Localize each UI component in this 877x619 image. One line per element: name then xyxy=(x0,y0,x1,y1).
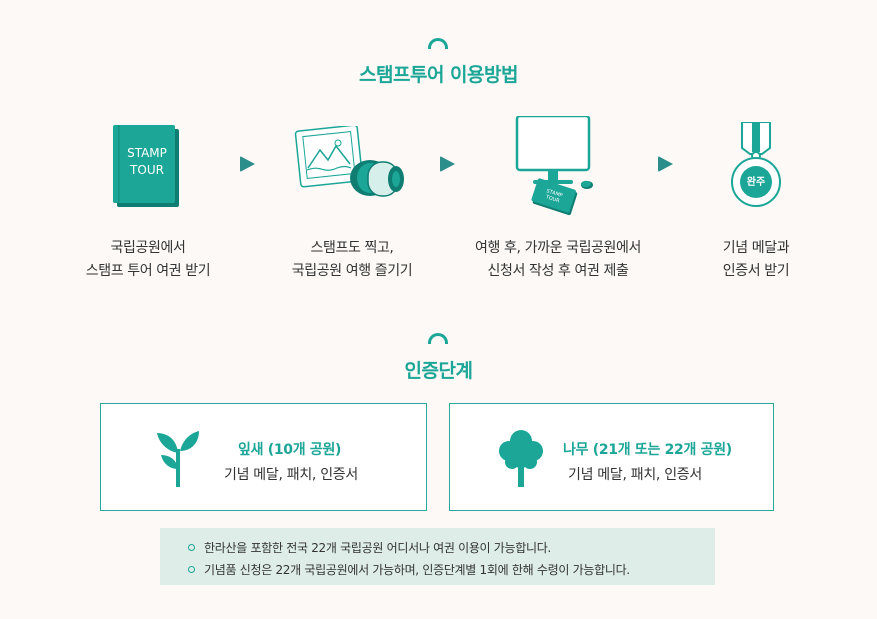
notice-text-2: 기념품 신청은 22개 국립공원에서 가능하며, 인증단계별 1회에 한해 수령… xyxy=(204,563,630,577)
level-tree-card: 나무 (21개 또는 22개 공원) 기념 메달, 패치, 인증서 xyxy=(449,403,774,511)
leaf-sprout-icon xyxy=(157,431,199,491)
step-2-text: 스탬프도 찍고, 국립공원 여행 즐기기 xyxy=(272,237,432,283)
step-1-line1: 국립공원에서 xyxy=(110,240,186,256)
medal-text: 완주 xyxy=(746,177,766,188)
tree-icon xyxy=(498,429,544,491)
svg-text:TOUR: TOUR xyxy=(544,194,561,205)
step-2-line2: 국립공원 여행 즐기기 xyxy=(291,263,413,279)
leaf-level-name: 잎새 (10개 공원) xyxy=(238,442,342,458)
step-4-line2: 인증서 받기 xyxy=(722,263,790,279)
book-text-stamp: STAMP xyxy=(127,146,167,160)
step-2-line1: 스탬프도 찍고, xyxy=(310,240,394,256)
arrow-right-icon xyxy=(658,156,673,172)
step-4-text: 기념 메달과 인증서 받기 xyxy=(686,237,826,283)
book-text-tour: TOUR xyxy=(130,163,164,177)
stamp-picture-icon xyxy=(292,124,412,210)
notice-item: 한라산을 포함한 전국 22개 국립공원 어디서나 여권 이용이 가능합니다. xyxy=(188,539,551,556)
computer-monitor-icon: STAMP TOUR xyxy=(515,114,605,220)
notice-text-1: 한라산을 포함한 전국 22개 국립공원 어디서나 여권 이용이 가능합니다. xyxy=(204,541,552,555)
certification-title: 인증단계 xyxy=(404,360,473,382)
section-arch-icon xyxy=(428,333,448,344)
level-leaf-card: 잎새 (10개 공원) 기념 메달, 패치, 인증서 xyxy=(100,403,427,511)
notice-box: 한라산을 포함한 전국 22개 국립공원 어디서나 여권 이용이 가능합니다. … xyxy=(160,528,715,585)
step-1-text: 국립공원에서 스탬프 투어 여권 받기 xyxy=(68,237,228,283)
notice-item: 기념품 신청은 22개 국립공원에서 가능하며, 인증단계별 1회에 한해 수령… xyxy=(188,561,630,578)
stamp-tour-title: 스탬프투어 이용방법 xyxy=(359,64,518,86)
step-3-text: 여행 후, 가까운 국립공원에서 신청서 작성 후 여권 제출 xyxy=(458,237,658,283)
bullet-circle-icon xyxy=(188,566,195,573)
passport-book-icon: STAMP TOUR xyxy=(113,125,181,213)
bullet-circle-icon xyxy=(188,544,195,551)
step-3-line1: 여행 후, 가까운 국립공원에서 xyxy=(475,240,641,256)
section-arch-icon xyxy=(428,38,448,49)
tree-level-name: 나무 (21개 또는 22개 공원) xyxy=(563,442,732,458)
step-4-line1: 기념 메달과 xyxy=(722,240,790,256)
medal-icon: 완주 xyxy=(728,121,784,216)
step-3-line2: 신청서 작성 후 여권 제출 xyxy=(487,263,629,279)
tree-level-reward: 기념 메달, 패치, 인증서 xyxy=(568,467,702,483)
step-1-line2: 스탬프 투어 여권 받기 xyxy=(85,263,211,279)
arrow-right-icon xyxy=(440,156,455,172)
arrow-right-icon xyxy=(240,156,255,172)
leaf-level-reward: 기념 메달, 패치, 인증서 xyxy=(224,467,358,483)
svg-text:STAMP: STAMP xyxy=(546,188,564,199)
